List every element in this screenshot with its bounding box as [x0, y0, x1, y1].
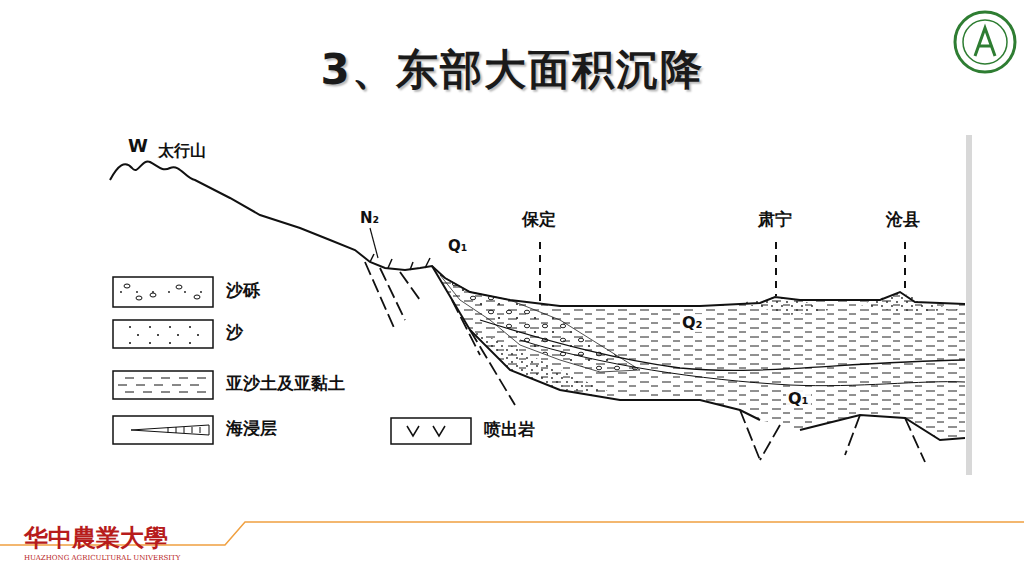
legend-label: 海浸层: [226, 419, 277, 439]
compass-label: W: [126, 136, 150, 157]
place-name: 沧县: [884, 210, 922, 230]
legend-label: 沙: [226, 323, 243, 343]
stratum-label: Q₁: [786, 390, 811, 408]
legend-item: 亚沙土及亚黏土: [112, 370, 212, 398]
legend-swatch: [112, 276, 214, 308]
gravel-wedge: [440, 275, 640, 372]
emblem: [955, 12, 1015, 72]
clay-layers: [432, 266, 965, 440]
slide-title: 3、东部大面积沉降: [0, 46, 1024, 94]
legend-swatch: [112, 370, 214, 400]
side-rule: [966, 135, 972, 475]
place-name: 保定: [520, 210, 558, 230]
legend-label: 喷出岩: [484, 420, 535, 440]
legend-item: 沙: [112, 319, 212, 347]
emblem-ring: [963, 20, 1007, 64]
legend-item: 海浸层: [112, 415, 212, 443]
fault-lines: [365, 262, 925, 462]
n2-outcrop: [370, 254, 430, 270]
mountain-name: 太行山: [156, 142, 208, 160]
legend-item: 喷出岩: [390, 417, 470, 443]
legend-label: 亚沙土及亚黏土: [226, 374, 345, 394]
leader-line: [370, 228, 378, 258]
ground-surface: [110, 161, 965, 306]
sand-ridge: [740, 292, 960, 315]
layer-line: [520, 340, 965, 386]
stratum-label: N₂: [358, 210, 381, 227]
logo-subtext: HUAZHONG AGRICULTURAL UNIVERSITY: [22, 554, 182, 562]
stratum-label: Q₂: [680, 314, 705, 332]
emblem-mark: [975, 28, 995, 56]
basement-surface: [432, 266, 965, 440]
legend-swatch: [390, 417, 472, 445]
legend-label: 沙砾: [226, 281, 260, 301]
site-markers: [540, 242, 905, 304]
stratum-label: Q₁: [446, 238, 469, 255]
place-name: 肃宁: [756, 210, 794, 230]
legend-swatch: [112, 319, 214, 349]
legend-item: 沙砾: [112, 276, 212, 306]
legend-swatch: [112, 415, 214, 445]
q1-q2-boundary: [480, 320, 965, 370]
logo-text: 华中農業大學: [22, 524, 170, 552]
